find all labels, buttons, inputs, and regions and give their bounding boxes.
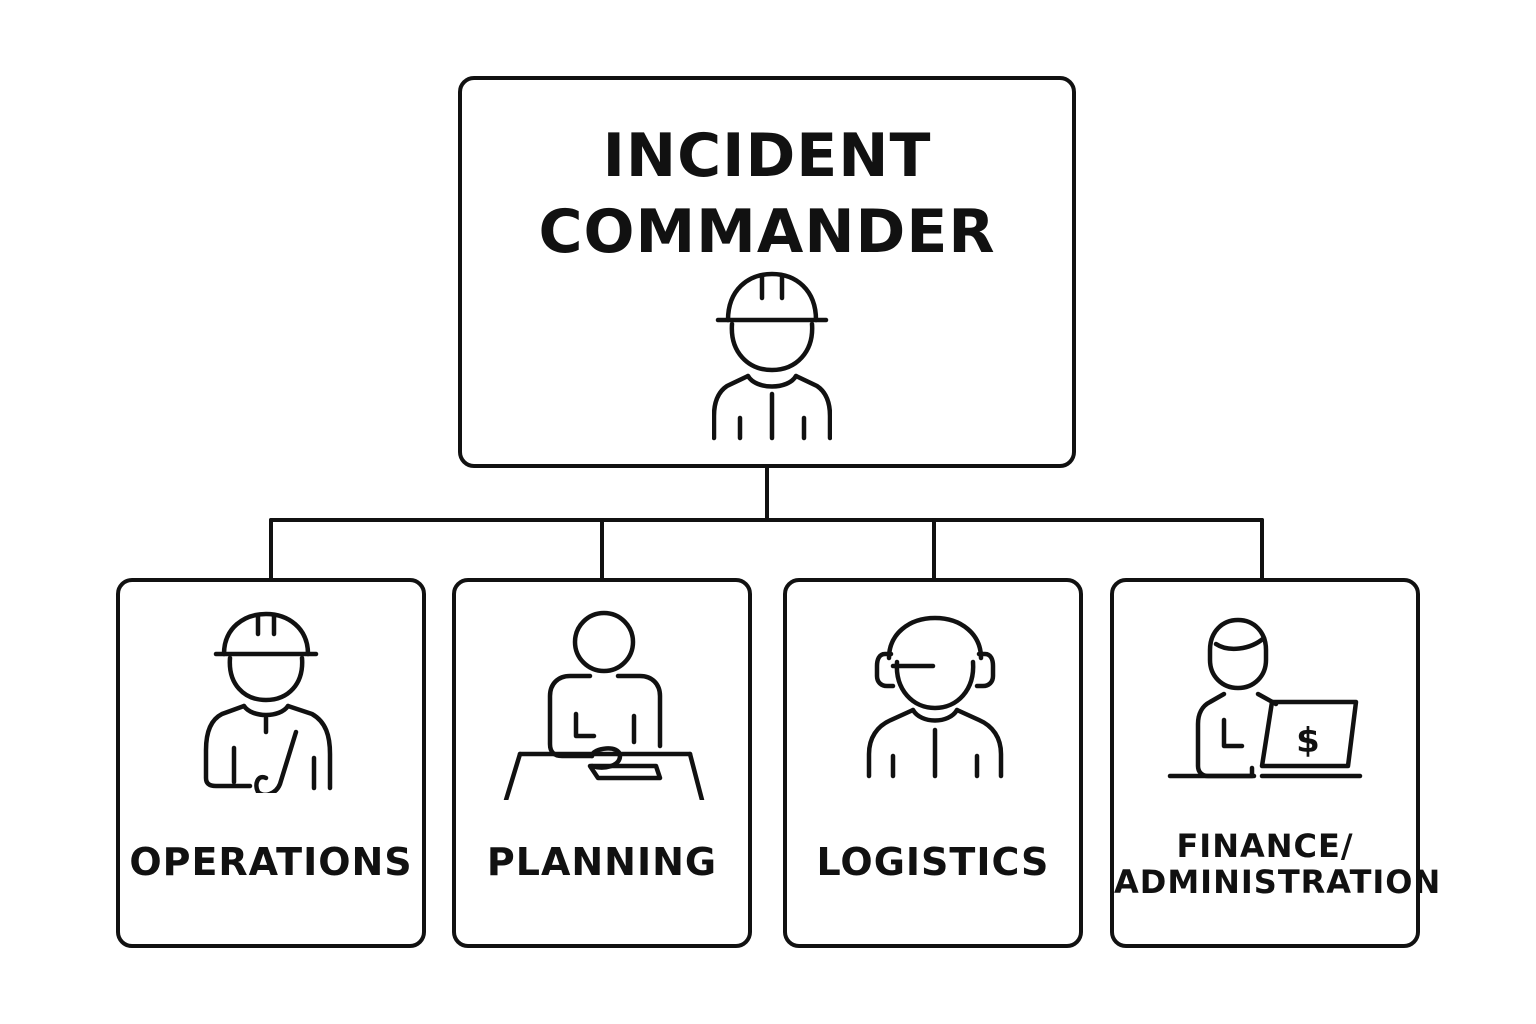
headset-operator-icon — [863, 606, 1011, 781]
planning-box: PLANNING — [452, 578, 752, 948]
title-line-2: COMMANDER — [538, 197, 996, 267]
title-line-1: INCIDENT — [602, 121, 932, 191]
operations-label: OPERATIONS — [129, 840, 413, 884]
finance-administration-box: $ FINANCE/ ADMINISTRATION — [1110, 578, 1442, 948]
planning-label: PLANNING — [486, 840, 718, 884]
planner-desk-icon — [500, 610, 710, 800]
logistics-label: LOGISTICS — [816, 840, 1050, 884]
logistics-box: LOGISTICS — [783, 578, 1083, 948]
incident-commander-box: INCIDENT COMMANDER — [458, 76, 1076, 468]
operations-box: OPERATIONS — [116, 578, 426, 948]
label-line-1: FINANCE/ — [1176, 827, 1354, 865]
label-line-2: ADMINISTRATION — [1114, 863, 1442, 901]
incident-commander-title: INCIDENT COMMANDER — [462, 118, 1072, 270]
laptop-finance-icon: $ — [1166, 610, 1366, 785]
dollar-sign-glyph: $ — [1296, 721, 1320, 761]
finance-administration-label: FINANCE/ ADMINISTRATION — [1114, 827, 1442, 901]
worker-hardhat-icon — [712, 268, 832, 443]
worker-radio-icon — [202, 608, 350, 793]
